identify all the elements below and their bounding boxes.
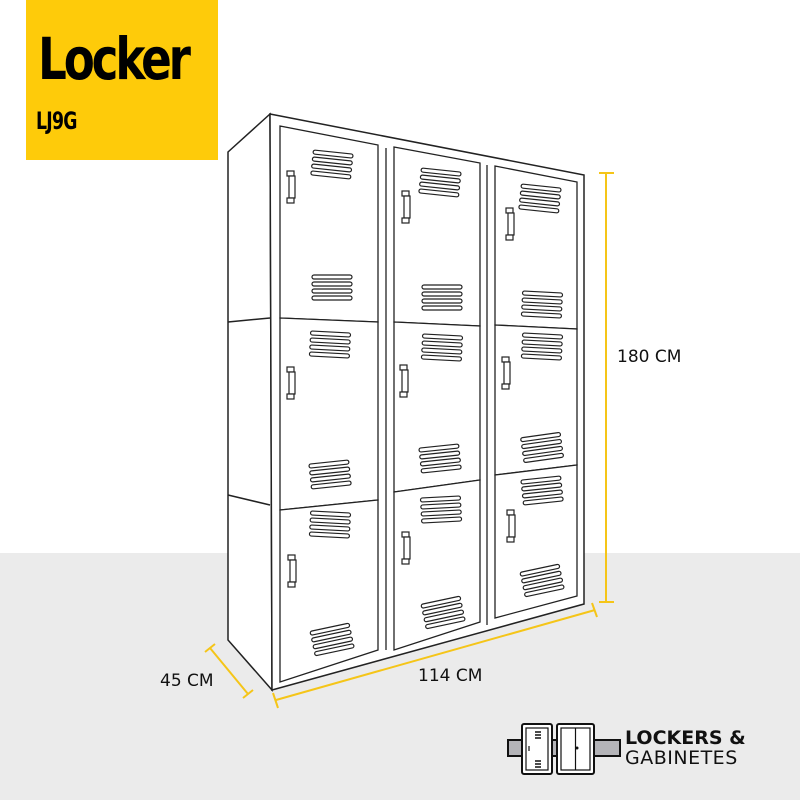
lockers-cabinet-logo-icon: [507, 723, 621, 775]
title-badge: Locker LJ9G: [26, 0, 218, 160]
locker-column-3: [494, 165, 578, 619]
dimension-lines: [204, 172, 614, 709]
height-label: 180 CM: [617, 347, 682, 367]
locker-side-panel: [227, 112, 273, 692]
brand-line-1: LOCKERS &: [625, 727, 746, 749]
brand-name: LOCKERS & GABINETES: [625, 728, 746, 768]
width-dimension-line: [272, 602, 598, 709]
height-dimension-line: [599, 172, 614, 603]
depth-dimension-line: [204, 643, 254, 699]
product-model: LJ9G: [36, 107, 77, 135]
depth-label: 45 CM: [160, 671, 214, 691]
locker-column-1: [279, 125, 387, 683]
product-title: Locker: [38, 25, 191, 93]
width-label: 114 CM: [418, 666, 483, 686]
brand-logo: LOCKERS & GABINETES: [507, 722, 787, 777]
brand-line-2: GABINETES: [625, 747, 738, 769]
